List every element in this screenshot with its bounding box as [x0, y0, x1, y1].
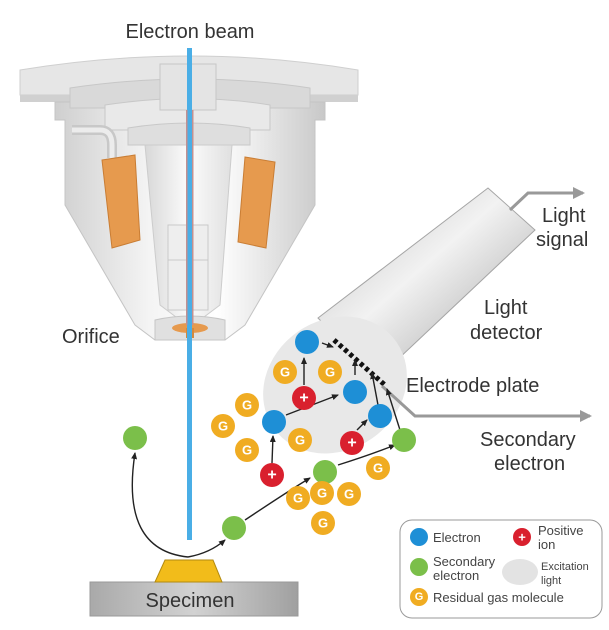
legend-excitation-light-label-2: light: [541, 575, 561, 587]
gas-molecule-particle: G: [311, 511, 335, 535]
legend-secondary-electron-label-1: Secondary: [433, 554, 496, 569]
legend-secondary-electron-label-2: electron: [433, 568, 479, 583]
ion-glyph: +: [299, 390, 308, 407]
label-light-signal-2: signal: [536, 229, 588, 251]
legend-excitation-light-icon: [502, 559, 538, 585]
legend-gas-molecule-label: Residual gas molecule: [433, 590, 564, 605]
gas-molecule-particle: G: [235, 393, 259, 417]
light-signal-arrow: [508, 187, 585, 212]
label-specimen: Specimen: [146, 590, 235, 612]
particle-circle: [286, 486, 310, 510]
particle-circle: [235, 393, 259, 417]
coil-left: [101, 154, 141, 249]
particle-circle: [337, 482, 361, 506]
particle-circle: [260, 463, 284, 487]
ion-glyph: +: [347, 435, 356, 452]
legend-gas-molecule-icon: [410, 588, 428, 606]
electron-particle: [295, 330, 319, 354]
particle-circle: [273, 360, 297, 384]
particle-circle: [123, 426, 147, 450]
legend-excitation-light-label-1: Excitation: [541, 561, 589, 573]
secondary-electron-particle: [313, 460, 337, 484]
gas-molecule-particle: G: [337, 482, 361, 506]
particle-circle: [340, 431, 364, 455]
positive-ion-particle: +: [292, 386, 316, 410]
gas-glyph: G: [373, 461, 383, 476]
secondary-electron-particle: [222, 516, 246, 540]
label-secondary-electron-2: electron: [494, 453, 565, 475]
label-orifice: Orifice: [62, 326, 120, 348]
secondary-electron-particle: [392, 428, 416, 452]
gas-glyph: G: [344, 487, 354, 502]
electron-particle: [262, 410, 286, 434]
particle-circle: [343, 380, 367, 404]
label-light-detector-2: detector: [470, 322, 543, 344]
label-secondary-electron-1: Secondary: [480, 429, 576, 451]
electron-particle: [343, 380, 367, 404]
electron-beam: [187, 48, 192, 540]
gas-molecule-particle: G: [318, 360, 342, 384]
specimen-sample: [154, 559, 223, 583]
gas-glyph: G: [318, 516, 328, 531]
secondary-electron-particle: [123, 426, 147, 450]
electron-particle: [368, 404, 392, 428]
legend-positive-ion-glyph: +: [518, 530, 526, 545]
gas-molecule-particle: G: [286, 486, 310, 510]
label-electron-beam: Electron beam: [126, 21, 255, 43]
particle-circle: [392, 428, 416, 452]
coil-right: [237, 156, 276, 249]
particle-circle: [311, 511, 335, 535]
gas-molecule-particle: G: [235, 438, 259, 462]
particle-circle: [211, 414, 235, 438]
gas-molecule-particle: G: [288, 428, 312, 452]
positive-ion-particle: +: [340, 431, 364, 455]
particle-circle: [222, 516, 246, 540]
legend-positive-ion-label-2: ion: [538, 537, 555, 552]
legend-gas-molecule-glyph: G: [415, 591, 424, 603]
particle-circle: [292, 386, 316, 410]
legend: Electron + Positive ion Secondary electr…: [399, 519, 603, 619]
legend-electron-label: Electron: [433, 530, 481, 545]
gas-glyph: G: [295, 433, 305, 448]
gas-glyph: G: [317, 486, 327, 501]
legend-positive-ion-icon: [513, 528, 531, 546]
particle-circle: [368, 404, 392, 428]
gas-glyph: G: [218, 419, 228, 434]
label-light-signal-1: Light: [542, 205, 586, 227]
legend-electron-icon: [410, 528, 428, 546]
secondary-electron-arrow: [380, 384, 592, 422]
gas-glyph: G: [242, 443, 252, 458]
legend-box: [399, 519, 603, 619]
legend-secondary-electron-icon: [410, 558, 428, 576]
particle-circle: [262, 410, 286, 434]
gas-glyph: G: [242, 398, 252, 413]
gas-glyph: G: [325, 365, 335, 380]
trajectory-arrows: [131, 342, 401, 558]
ion-glyph: +: [267, 467, 276, 484]
particle-circle: [288, 428, 312, 452]
gas-glyph: G: [280, 365, 290, 380]
gas-molecule-particle: G: [310, 481, 334, 505]
legend-positive-ion-label-1: Positive: [538, 523, 584, 538]
gas-molecule-particle: G: [366, 456, 390, 480]
particle-circle: [295, 330, 319, 354]
particle-circle: [313, 460, 337, 484]
particle-circle: [366, 456, 390, 480]
gas-molecule-particle: G: [211, 414, 235, 438]
gas-glyph: G: [293, 491, 303, 506]
particle-circle: [235, 438, 259, 462]
gas-molecule-particle: G: [273, 360, 297, 384]
particle-circle: [310, 481, 334, 505]
label-light-detector-1: Light: [484, 297, 528, 319]
positive-ion-particle: +: [260, 463, 284, 487]
electrode-plate: [332, 338, 388, 388]
label-electrode-plate: Electrode plate: [406, 375, 539, 397]
particle-circle: [318, 360, 342, 384]
specimen-stage: [89, 581, 299, 617]
